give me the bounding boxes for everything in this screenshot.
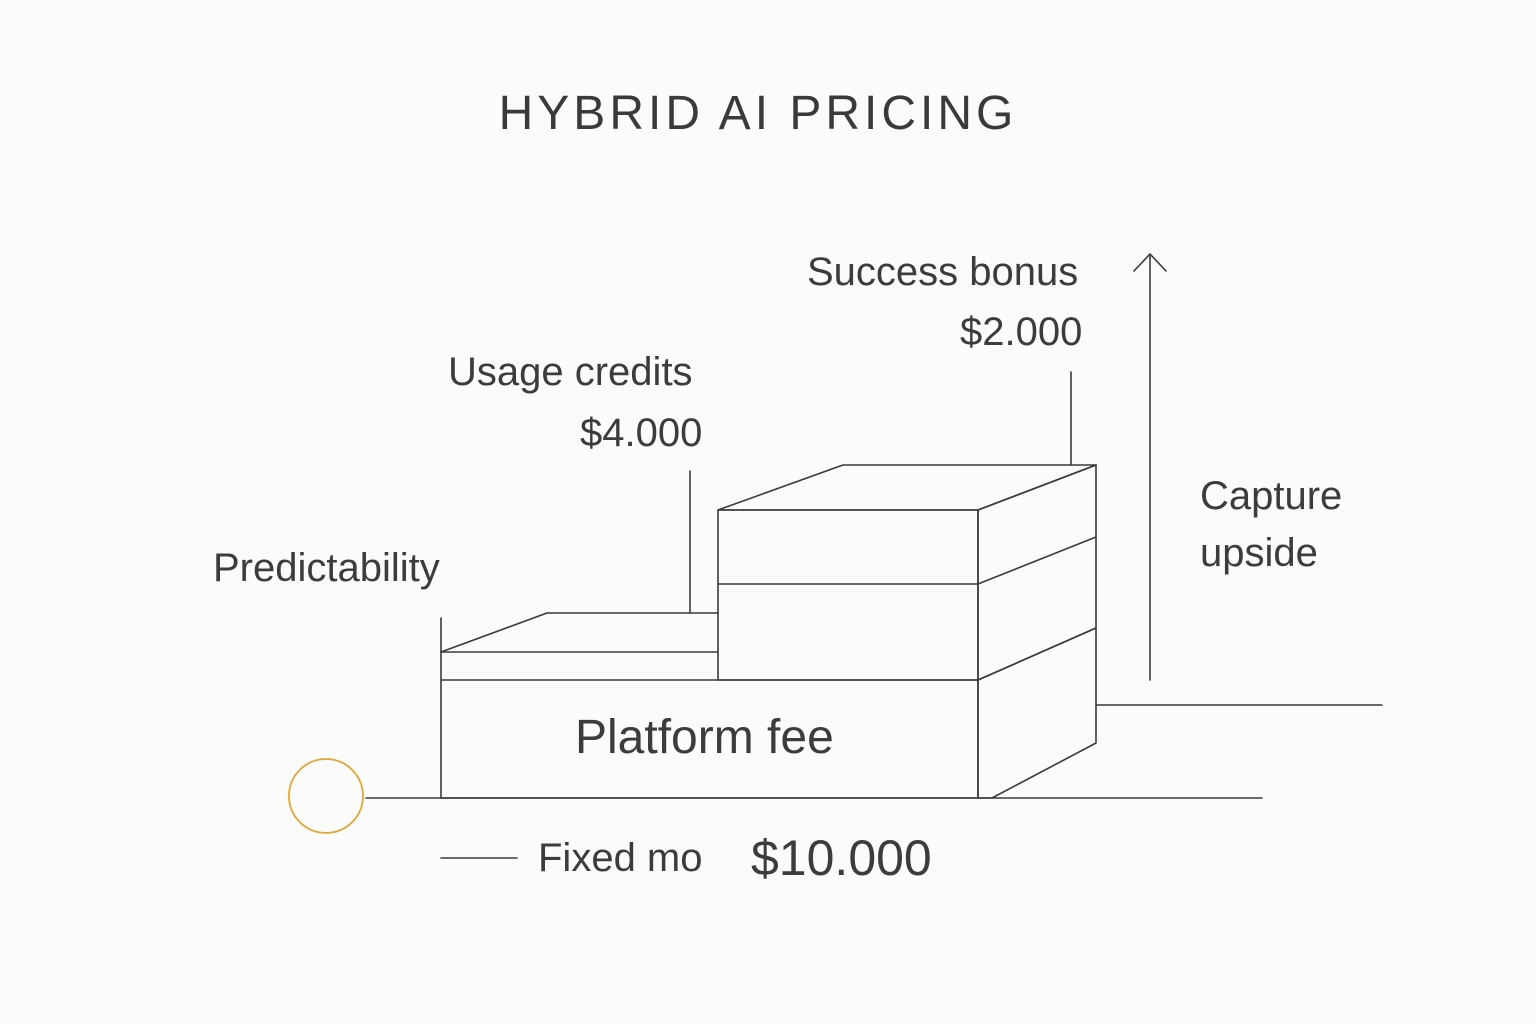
usage-credits-amount: $4.000 [580, 411, 703, 455]
success-bonus-label: Success bonus [807, 250, 1079, 294]
arrow-up-icon [1133, 253, 1167, 272]
platform-fee-label: Platform fee [575, 711, 834, 764]
capture-upside-line1: Capture [1200, 474, 1343, 518]
success-block-side [977, 464, 1097, 681]
circle-icon [288, 758, 364, 834]
usage-credits-label: Usage credits [448, 350, 693, 394]
fixed-monthly-label: Fixed mo [538, 836, 703, 880]
success-block-top [717, 464, 1097, 511]
capture-upside-line2: upside [1200, 531, 1318, 575]
diagram-title: HYBRID AI PRICING [498, 87, 1018, 140]
predictability-label: Predictability [213, 546, 440, 590]
success-block-front [717, 509, 979, 681]
usage-slab-top-edge [440, 612, 548, 653]
success-bonus-amount: $2.000 [960, 310, 1083, 354]
fixed-monthly-amount: $10.000 [751, 830, 932, 886]
success-side-divider-1 [977, 536, 1097, 585]
